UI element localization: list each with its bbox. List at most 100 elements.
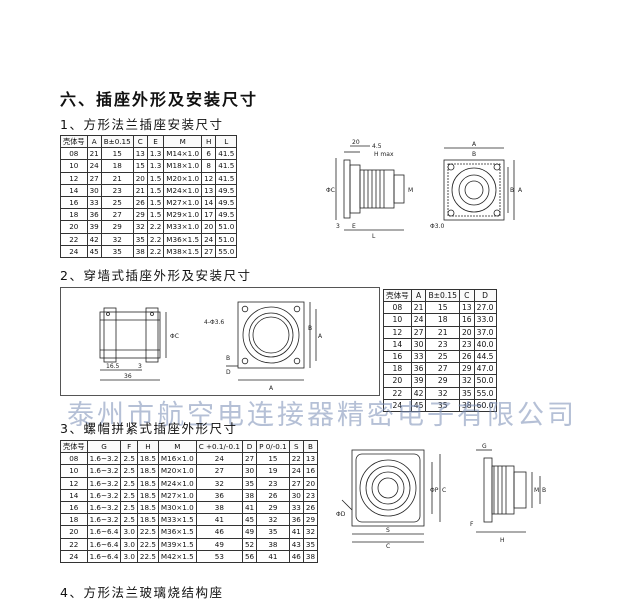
dim-label: ΦP <box>430 487 439 494</box>
table-cell: M20×1.0 <box>157 464 197 478</box>
table-cell: 21 <box>100 171 134 185</box>
dim-label: 16.5 <box>106 363 120 370</box>
table-cell: 18.5 <box>136 452 159 466</box>
dim-label: 4.5 <box>372 143 382 150</box>
table-cell: 38 <box>302 549 319 564</box>
drawing-frame-wall <box>60 287 380 396</box>
drawing-square-flange: 20 4.5 H max M ΦC 3 E L A B B A Φ3.0 <box>326 139 523 240</box>
table-cell: 27 <box>201 244 217 259</box>
table-cell: 13 <box>302 452 319 466</box>
table-cell: 41.5 <box>215 159 238 173</box>
table-cell: 22.5 <box>136 537 159 551</box>
table-cell: 20 <box>302 476 319 490</box>
dim-label: H max <box>374 151 394 158</box>
table-cell: M42×1.5 <box>157 549 197 564</box>
column-header: A <box>410 288 427 303</box>
table-cell: 18.5 <box>136 513 159 527</box>
table-cell: 1.6~3.2 <box>86 488 122 503</box>
table-cell: 41 <box>241 501 258 515</box>
table-cell: 16 <box>458 313 475 327</box>
table-cell: 46 <box>288 549 304 564</box>
table-cell: 22 <box>60 232 88 246</box>
table-cell: M33×1.5 <box>157 513 197 527</box>
table-cell: 20 <box>458 325 475 339</box>
table-cell: 08 <box>60 452 88 466</box>
section-3-title: 3、螺帽拼紧式插座外形尺寸 <box>60 421 238 436</box>
dim-label: 3 <box>138 363 142 370</box>
dim-label: A <box>269 385 274 392</box>
table-cell: 15 <box>425 301 460 315</box>
table-cell: 1.6~6.4 <box>86 525 122 539</box>
table-cell: M24×1.0 <box>157 476 197 490</box>
column-header: C <box>458 288 475 303</box>
table-cell: 24 <box>195 452 243 466</box>
dim-label: ΦC <box>326 187 335 194</box>
page-title: 六、插座外形及安装尺寸 <box>60 90 259 109</box>
table-cell: 2.5 <box>120 464 138 478</box>
table-cell: 21 <box>132 183 148 198</box>
table-cell: 38 <box>132 244 148 259</box>
dim-label: 3 <box>336 223 340 230</box>
table-cell: 1.3 <box>146 147 165 161</box>
table-cell: 18 <box>60 208 88 222</box>
table-cell: 39 <box>410 374 427 388</box>
table-cell: 13 <box>458 301 475 315</box>
table-cell: 12 <box>60 171 88 185</box>
dim-label: E <box>352 223 356 230</box>
table-cell: 23 <box>302 488 319 503</box>
table-cell: 16 <box>302 464 319 478</box>
table-cell: 13 <box>132 147 148 161</box>
table-cell: 24 <box>86 159 102 173</box>
column-header: H <box>136 439 159 454</box>
table-cell: 51.0 <box>215 220 238 234</box>
dim-label: B <box>308 325 312 332</box>
table-cell: 41 <box>195 513 243 527</box>
table-cell: 24 <box>410 313 427 327</box>
table-cell: 1.6~3.2 <box>86 501 122 515</box>
table-cell: M18×1.0 <box>163 159 203 173</box>
table-cell: 2.5 <box>120 513 138 527</box>
table-cell: 36 <box>195 488 243 503</box>
table-cell: 36 <box>86 208 102 222</box>
table-cell: 22.5 <box>136 549 159 564</box>
table-cell: 26 <box>256 488 290 503</box>
dim-label: S <box>386 527 390 534</box>
table-cell: 21 <box>86 147 102 161</box>
drawing-lock-nut: ΦP C ΦD S C G M B F H <box>336 443 546 550</box>
dim-label: A <box>318 333 323 340</box>
table-cell: 1.5 <box>146 183 165 198</box>
dim-label: 20 <box>352 139 360 146</box>
dim-label: M <box>408 187 413 194</box>
table-cell: 50.0 <box>473 374 497 388</box>
table-cell: 6 <box>201 147 217 161</box>
table-cell: 37.0 <box>473 325 497 339</box>
table-cell: 38 <box>241 488 258 503</box>
table-cell: 29 <box>100 220 134 234</box>
dim-label: G <box>482 443 487 450</box>
table-cell: 55.0 <box>215 244 238 259</box>
column-header: D <box>241 439 258 454</box>
table-cell: 2.5 <box>120 476 138 490</box>
table-cell: M16×1.0 <box>157 452 197 466</box>
table-cell: 12 <box>60 476 88 490</box>
table-cell: 45 <box>86 244 102 259</box>
table-cell: 55.0 <box>473 386 497 400</box>
table-cell: 20 <box>383 374 412 388</box>
table-cell: 2.5 <box>120 501 138 515</box>
dim-label: 4-Φ3.6 <box>204 319 224 326</box>
table-cell: 33 <box>410 350 427 364</box>
